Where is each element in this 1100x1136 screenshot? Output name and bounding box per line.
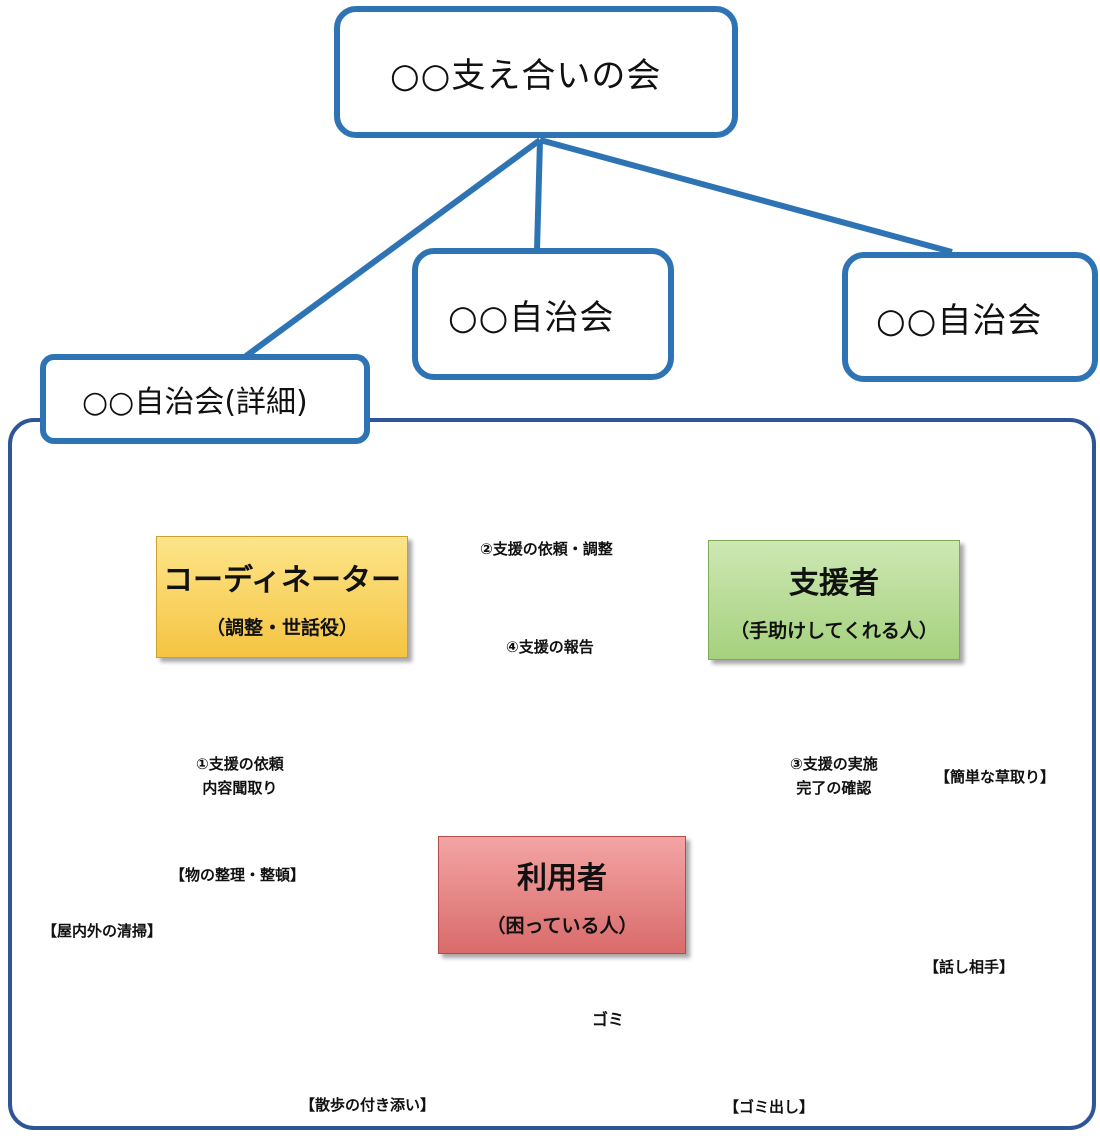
detail-tab-label: ○○自治会(詳細) bbox=[82, 385, 308, 420]
association-label: ○○支え合いの会 bbox=[390, 55, 662, 96]
example-garbage-label: 【ゴミ出し】 bbox=[724, 1098, 815, 1116]
supporter-box: 支援者 （手助けしてくれる人） bbox=[708, 540, 960, 660]
example-talking-label: 【話し相手】 bbox=[924, 958, 1015, 976]
example-cleaning-label: 【屋内外の清掃】 bbox=[42, 922, 163, 940]
example-weeding-label: 【簡単な草取り】 bbox=[935, 768, 1056, 786]
example-organize-label: 【物の整理・整頓】 bbox=[170, 866, 306, 884]
flow-label-request-adjust: ②支援の依頼・調整 bbox=[480, 540, 613, 558]
user-title: 利用者 bbox=[517, 860, 607, 896]
flow-label-implementation: ③支援の実施 完了の確認 bbox=[790, 755, 878, 797]
detail-panel bbox=[8, 418, 1096, 1130]
association-box: ○○支え合いの会 bbox=[334, 6, 738, 138]
flow-label-report: ④支援の報告 bbox=[506, 638, 594, 656]
neighborhood-association-box: ○○自治会 bbox=[412, 248, 674, 380]
coordinator-box: コーディネーター （調整・世話役） bbox=[156, 536, 408, 658]
org-connector-lines bbox=[244, 137, 953, 359]
supporter-title: 支援者 bbox=[789, 565, 879, 601]
supporter-subtitle: （手助けしてくれる人） bbox=[730, 619, 938, 642]
example-walk-label: 【散歩の付き添い】 bbox=[300, 1096, 436, 1114]
detail-tab: ○○自治会(詳細) bbox=[40, 354, 370, 444]
flow-label-request-hearing: ①支援の依頼 内容聞取り bbox=[196, 755, 284, 797]
coordinator-subtitle: （調整・世話役） bbox=[205, 616, 358, 639]
garbage-bag-sign: ゴミ bbox=[592, 1010, 625, 1029]
neighborhood-association-label: ○○自治会 bbox=[876, 300, 1043, 341]
user-box: 利用者 （困っている人） bbox=[438, 836, 686, 954]
neighborhood-association-label: ○○自治会 bbox=[448, 297, 615, 338]
user-subtitle: （困っている人） bbox=[486, 914, 638, 937]
neighborhood-association-box: ○○自治会 bbox=[842, 252, 1098, 382]
coordinator-title: コーディネーター bbox=[163, 562, 401, 598]
